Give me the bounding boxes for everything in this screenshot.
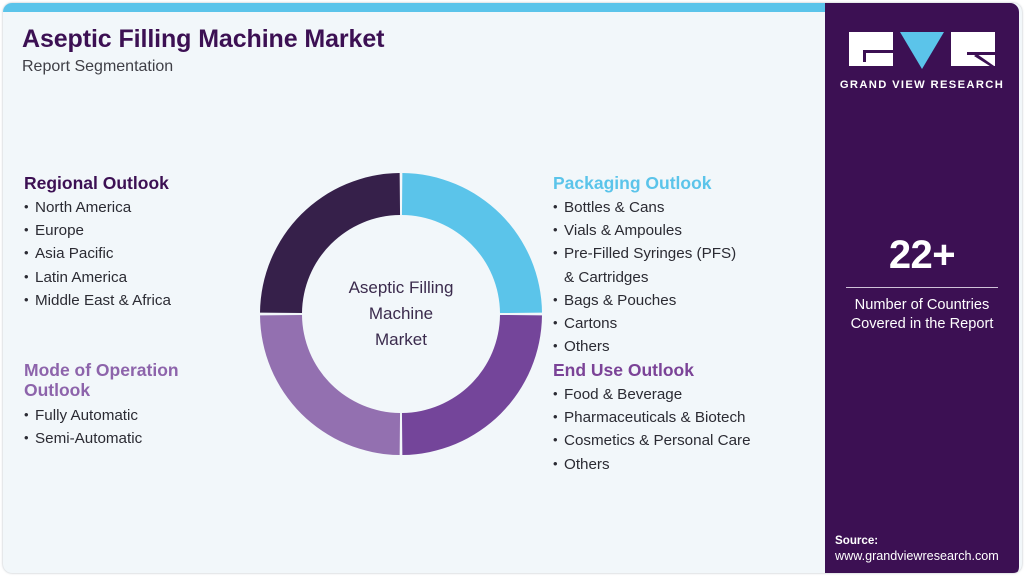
list-item: Vials & Ampoules <box>553 219 818 242</box>
list-item: Cartons <box>553 312 818 335</box>
list-item: North America <box>24 196 171 219</box>
donut-slice <box>401 314 542 455</box>
segment-title-end-use: End Use Outlook <box>553 360 694 380</box>
segment-mode-of-operation-outlook: Mode of Operation Outlook Fully Automati… <box>24 360 239 450</box>
list-item: Latin America <box>24 266 171 289</box>
segment-title-regional: Regional Outlook <box>24 173 169 193</box>
list-item: Middle East & Africa <box>24 289 171 312</box>
main-canvas: Aseptic Filling Machine Market Report Se… <box>3 3 1022 573</box>
segment-title-mode-of-operation: Mode of Operation Outlook <box>24 360 179 401</box>
stat-divider <box>846 286 998 288</box>
stat-label: Number of Countries Covered in the Repor… <box>850 296 994 332</box>
brand-wordmark: GRAND VIEW RESEARCH <box>839 79 1005 91</box>
header: Aseptic Filling Machine Market Report Se… <box>22 25 384 76</box>
donut-slice <box>260 314 401 455</box>
donut-slice <box>260 173 401 314</box>
list-item: Europe <box>24 219 171 242</box>
list-item: Asia Pacific <box>24 242 171 265</box>
source-url: www.grandviewresearch.com <box>835 549 999 563</box>
list-item: Others <box>553 335 818 358</box>
segment-list-regional: North America Europe Asia Pacific Latin … <box>24 196 171 311</box>
list-item: Pharmaceuticals & Biotech <box>553 406 818 429</box>
donut-slice <box>401 173 542 314</box>
donut-chart: Aseptic Filling Machine Market <box>260 173 542 455</box>
segment-list-packaging: Bottles & Cans Vials & Ampoules Pre-Fill… <box>553 196 818 358</box>
list-item: Others <box>553 453 818 476</box>
list-item: Food & Beverage <box>553 383 818 406</box>
donut-chart-svg <box>260 173 542 455</box>
segment-list-end-use: Food & Beverage Pharmaceuticals & Biotec… <box>553 383 818 475</box>
segment-packaging-outlook: Packaging Outlook Bottles & Cans Vials &… <box>553 173 818 358</box>
gvr-logo-icon <box>849 32 995 69</box>
source-label: Source: <box>835 534 879 547</box>
list-item: Bottles & Cans <box>553 196 818 219</box>
page-title: Aseptic Filling Machine Market <box>22 25 385 53</box>
segment-regional-outlook: Regional Outlook North America Europe As… <box>24 173 171 312</box>
list-item: Cosmetics & Personal Care <box>553 429 818 452</box>
page-subtitle: Report Segmentation <box>22 58 174 75</box>
segment-end-use-outlook: End Use Outlook Food & Beverage Pharmace… <box>553 360 818 476</box>
stat-number: 22+ <box>888 233 956 277</box>
list-item: Semi-Automatic <box>24 427 239 450</box>
list-item: Fully Automatic <box>24 404 239 427</box>
list-item: Bags & Pouches <box>553 289 818 312</box>
segment-title-packaging: Packaging Outlook <box>553 173 712 193</box>
source-block: Source: www.grandviewresearch.com <box>835 534 1019 563</box>
segment-list-mode-of-operation: Fully Automatic Semi-Automatic <box>24 404 239 450</box>
brand-panel: GRAND VIEW RESEARCH 22+ Number of Countr… <box>825 3 1019 573</box>
stat-block: 22+ Number of Countries Covered in the R… <box>825 233 1019 334</box>
top-accent-bar <box>3 3 825 12</box>
list-item: Pre-Filled Syringes (PFS) & Cartridges <box>553 242 818 288</box>
brand-logo: GRAND VIEW RESEARCH <box>825 30 1019 91</box>
